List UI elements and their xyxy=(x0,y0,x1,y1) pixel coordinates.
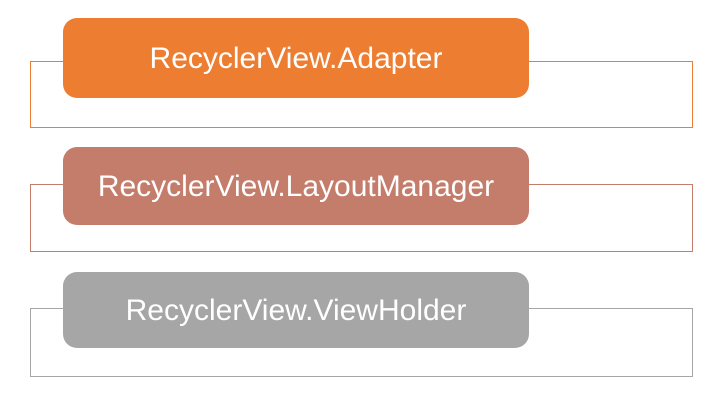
layoutmanager-title-badge: RecyclerView.LayoutManager xyxy=(63,147,529,225)
adapter-label: RecyclerView.Adapter xyxy=(149,42,443,75)
viewholder-label: RecyclerView.ViewHolder xyxy=(125,294,467,327)
viewholder-title-badge: RecyclerView.ViewHolder xyxy=(63,272,529,348)
adapter-title-badge: RecyclerView.Adapter xyxy=(63,18,529,98)
layoutmanager-label: RecyclerView.LayoutManager xyxy=(97,170,495,203)
